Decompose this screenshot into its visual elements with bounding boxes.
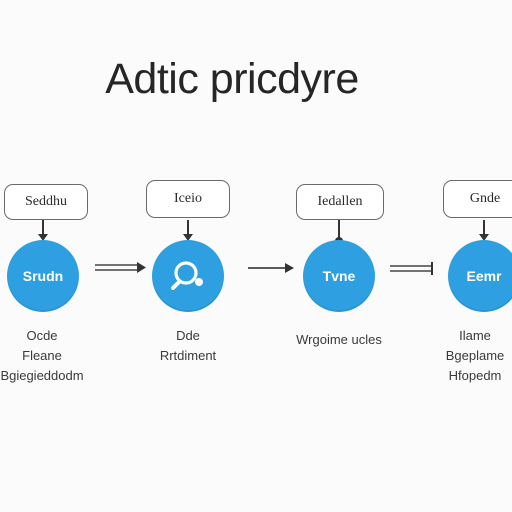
step-4-node: Eemr: [448, 240, 512, 312]
step-1-node: Srudn: [7, 240, 79, 312]
step-4-node-text: Eemr: [466, 268, 502, 284]
step-1-caption-line-2: Fleane: [22, 348, 62, 363]
step-4-caption-line-3: Hfopedm: [448, 368, 502, 383]
step-4-label: Gnde: [443, 180, 512, 218]
flow-arrow-1-head: [137, 262, 146, 273]
step-3-node: Tvne: [303, 240, 375, 312]
step-4-caption: Ilame Bgeplame Hfopedm: [400, 326, 512, 386]
step-2-node: [152, 240, 224, 312]
diagram-title: Adtic pricdyre: [105, 55, 359, 103]
step-2-caption-line-2: Rrtdiment: [159, 348, 217, 363]
step-2-caption: Dde Rrtdiment: [113, 326, 263, 366]
step-1-caption-line-3: Bgiegieddodm: [0, 368, 84, 383]
step-3-caption: Wrgoime ucles: [264, 330, 414, 350]
step-1-node-text: Srudn: [22, 268, 64, 284]
step-3-node-text: Tvne: [322, 268, 356, 284]
step-4-caption-line-1: Ilame: [459, 328, 491, 343]
step-2-caption-line-1: Dde: [176, 328, 200, 343]
step-1-caption-line-1: Ocde: [26, 328, 58, 343]
step-1-label: Seddhu: [4, 184, 88, 220]
step-1-caption: Ocde Fleane Bgiegieddodm: [0, 326, 117, 386]
step-3-caption-line-1: Wrgoime ucles: [296, 332, 382, 347]
step-4-caption-line-2: Bgeplame: [445, 348, 505, 363]
flow-arrow-2-head: [285, 263, 294, 273]
step-3-label: Iedallen: [296, 184, 384, 220]
step-2-label: Iceio: [146, 180, 230, 218]
magnifier-icon: [168, 255, 208, 298]
